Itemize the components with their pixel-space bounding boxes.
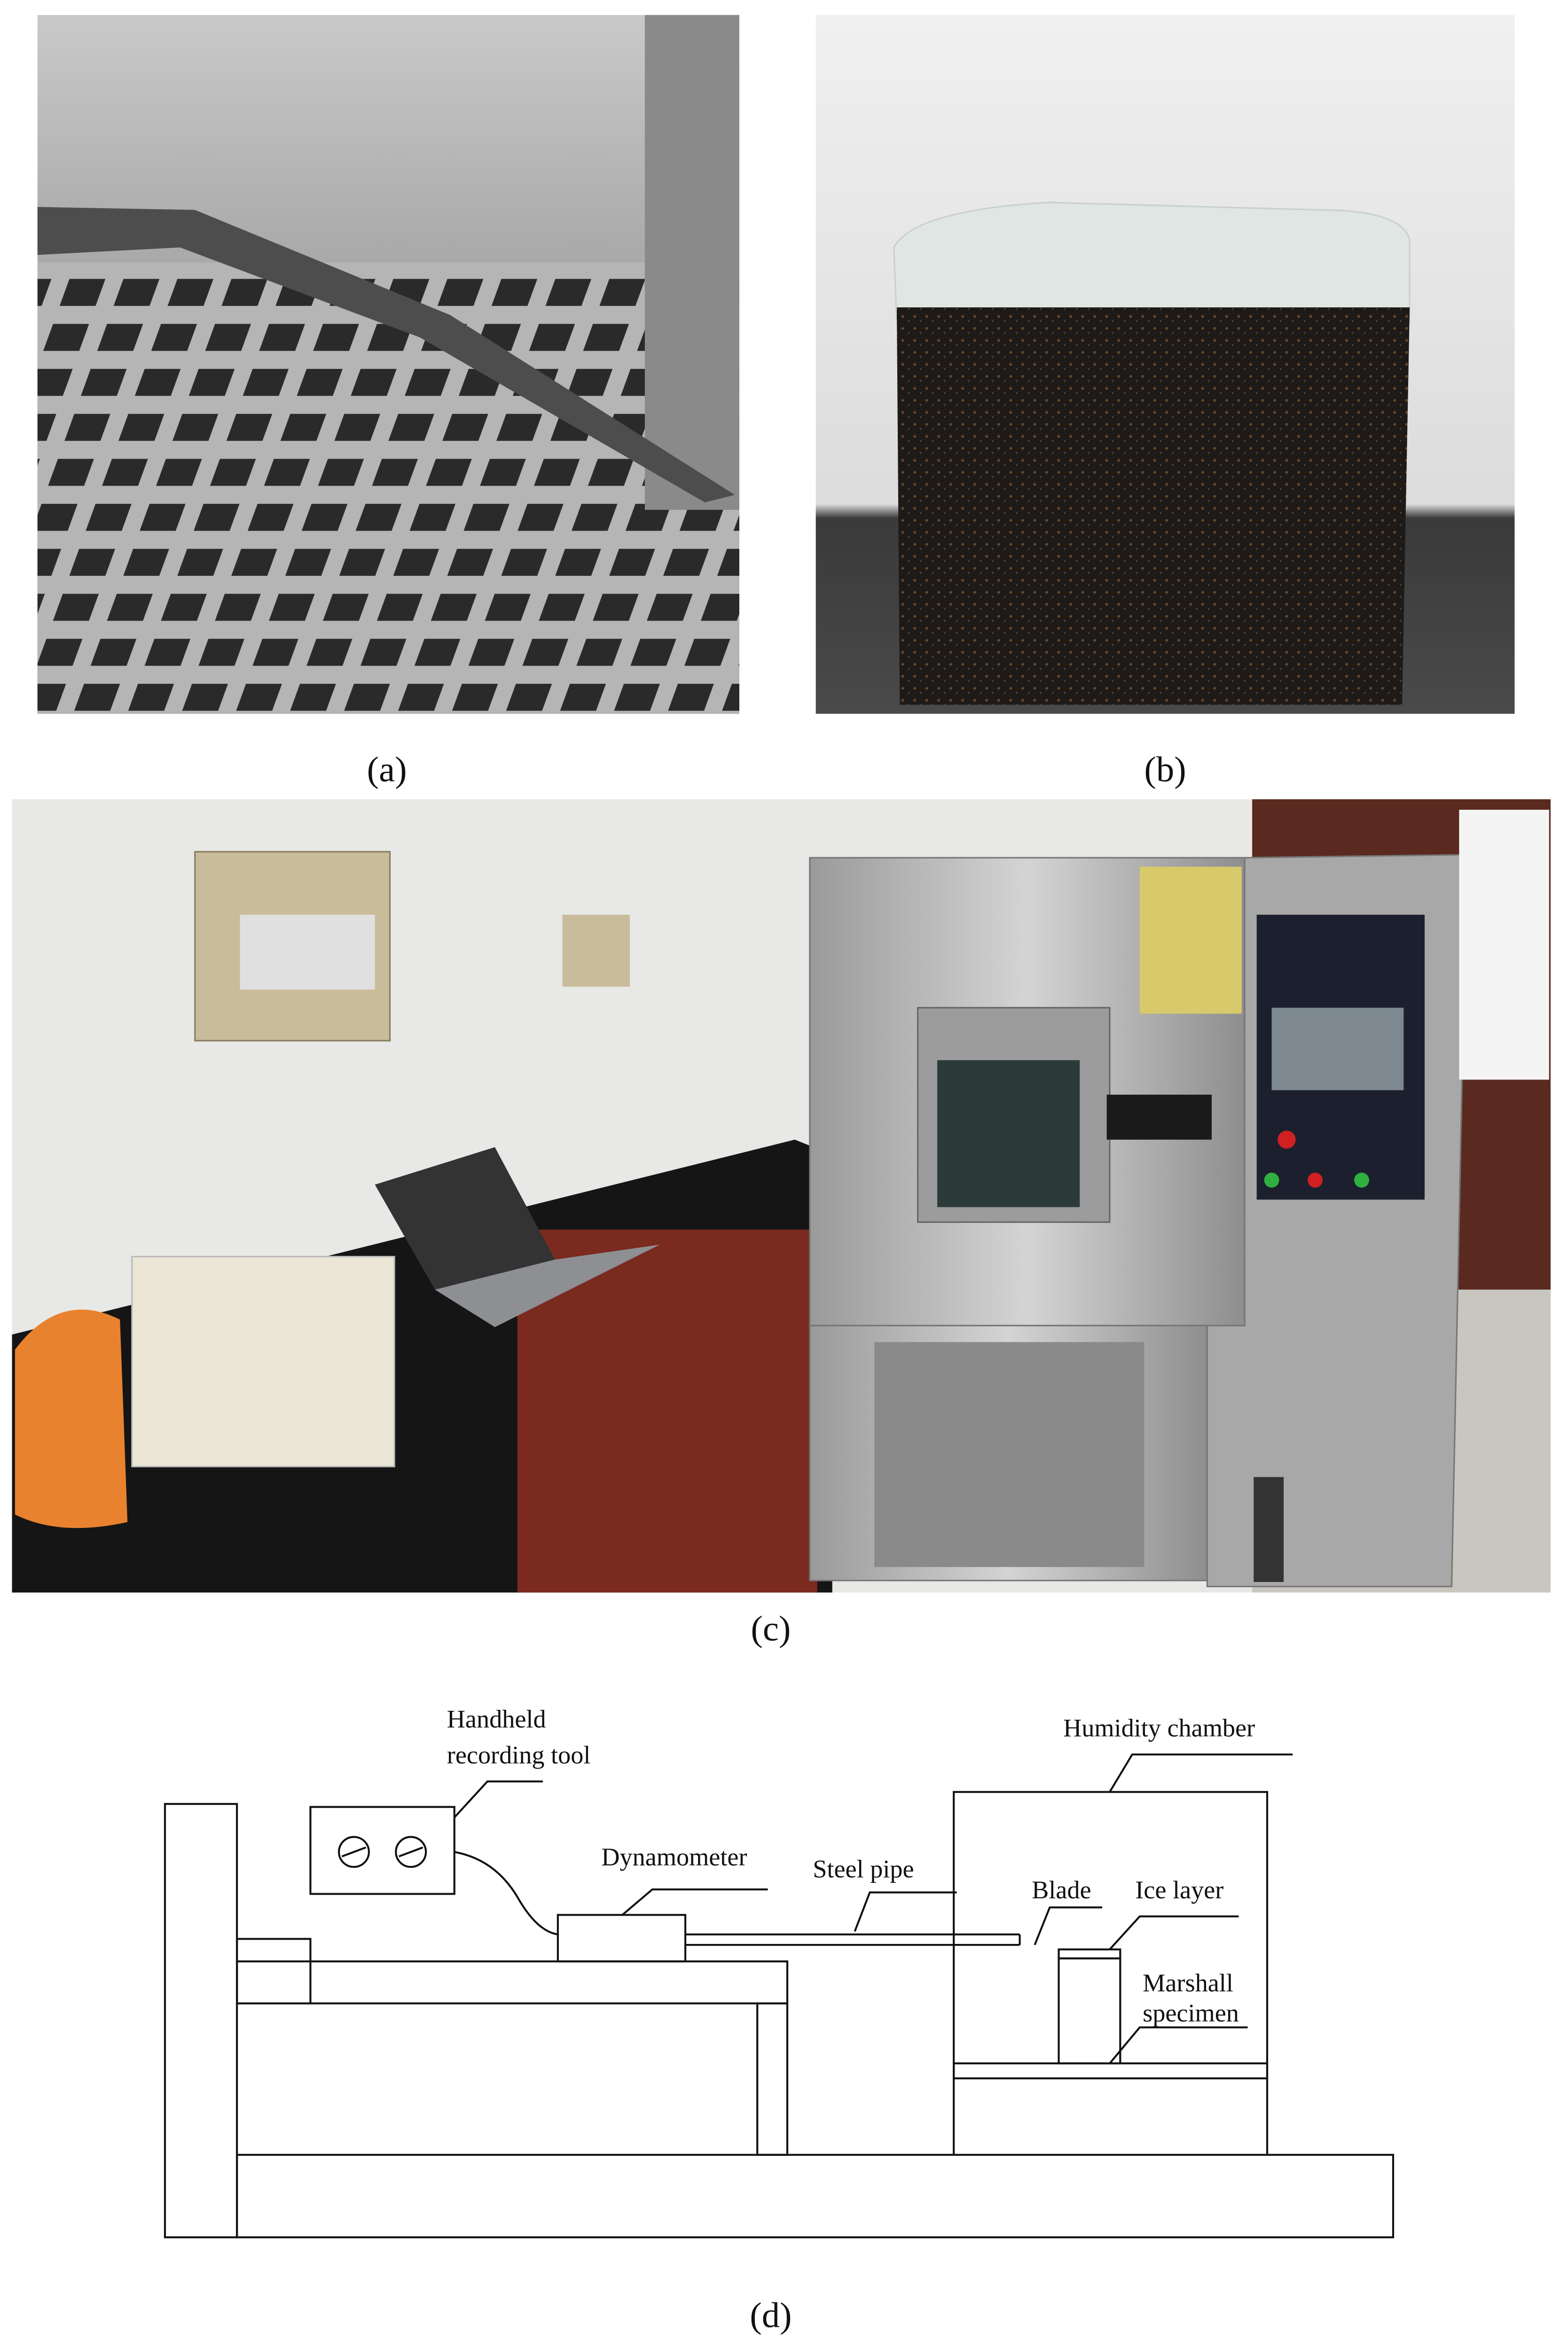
photo-c-lab-setup bbox=[12, 799, 1551, 1593]
marshall-specimen bbox=[1058, 1957, 1121, 2065]
handheld-recording-tool bbox=[309, 1806, 455, 1895]
label-blade: Blade bbox=[1032, 1876, 1091, 1904]
table-leg bbox=[756, 2002, 789, 2156]
caption-c: (c) bbox=[751, 1608, 791, 1648]
leader-ice-layer bbox=[1109, 1915, 1239, 1950]
label-ice-layer: Ice layer bbox=[1135, 1876, 1223, 1904]
cable bbox=[454, 1851, 558, 1935]
photo-b-iced-marshall-specimen bbox=[815, 15, 1515, 714]
schematic-diagram: Handheld recording tool Dynamometer Stee… bbox=[164, 1705, 1395, 2239]
caption-a: (a) bbox=[367, 749, 407, 789]
label-handheld-1: Handheld bbox=[447, 1705, 546, 1733]
floor-hatched bbox=[236, 2154, 1395, 2239]
leader-handheld bbox=[454, 1780, 543, 1818]
label-marshall-1: Marshall bbox=[1143, 1969, 1233, 1997]
label-steel-pipe: Steel pipe bbox=[813, 1855, 914, 1883]
steel-pipe bbox=[685, 1933, 1021, 1946]
label-humidity-chamber: Humidity chamber bbox=[1063, 1714, 1255, 1742]
leader-marshall bbox=[1109, 2026, 1248, 2064]
leader-blade bbox=[1034, 1906, 1103, 1945]
leader-dynamometer bbox=[621, 1888, 768, 1916]
label-dynamometer: Dynamometer bbox=[601, 1843, 747, 1871]
table-top bbox=[236, 1960, 789, 2005]
wall-hatched bbox=[164, 1803, 238, 2239]
caption-b: (b) bbox=[1144, 749, 1186, 789]
photo-a-blade-in-chamber bbox=[37, 15, 739, 714]
leader-humidity-chamber bbox=[1109, 1753, 1293, 1793]
leader-steel-pipe bbox=[854, 1891, 957, 1932]
ice-layer bbox=[1058, 1948, 1121, 1959]
label-handheld-2: recording tool bbox=[447, 1741, 591, 1769]
table-mount-block bbox=[236, 1938, 312, 2005]
caption-d: (d) bbox=[750, 2295, 792, 2335]
label-marshall-2: specimen bbox=[1143, 1999, 1239, 2027]
dynamometer-box bbox=[557, 1914, 687, 1963]
